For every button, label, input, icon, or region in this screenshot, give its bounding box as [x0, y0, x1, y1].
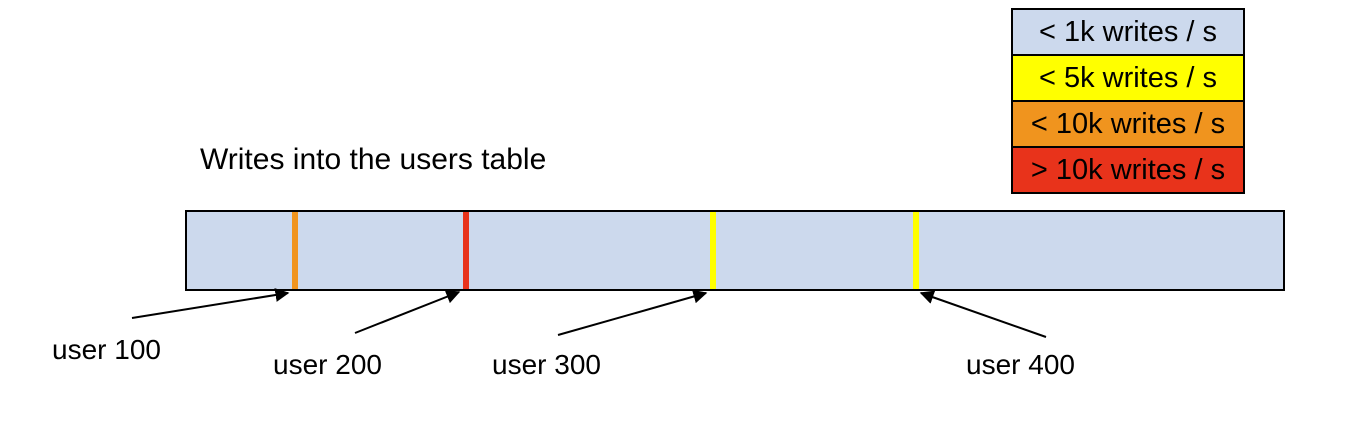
- users-table-bar: [185, 210, 1285, 291]
- arrow-user-400: [919, 290, 1047, 338]
- arrow-user-100: [131, 288, 290, 319]
- legend-item-lt-10k: < 10k writes / s: [1011, 100, 1245, 148]
- legend-item-lt-5k-label: < 5k writes / s: [1038, 61, 1218, 94]
- label-user-100: user 100: [52, 334, 161, 365]
- arrow-user-200: [354, 290, 461, 334]
- label-user-200: user 200: [273, 349, 382, 380]
- legend-item-lt-1k-label: < 1k writes / s: [1038, 15, 1218, 48]
- legend-item-lt-10k-label: < 10k writes / s: [1030, 107, 1226, 140]
- marker-user-100: [292, 212, 299, 289]
- legend-item-lt-5k: < 5k writes / s: [1011, 54, 1245, 102]
- legend-item-lt-1k: < 1k writes / s: [1011, 8, 1245, 56]
- marker-user-400: [912, 212, 919, 289]
- marker-user-200: [463, 212, 470, 289]
- legend-item-gt-10k-label: > 10k writes / s: [1030, 153, 1226, 186]
- legend: < 1k writes / s < 5k writes / s < 10k wr…: [1011, 8, 1245, 194]
- label-user-400: user 400: [966, 349, 1075, 380]
- marker-user-300: [709, 212, 716, 289]
- diagram-title: Writes into the users table: [200, 143, 547, 176]
- label-user-300: user 300: [492, 349, 601, 380]
- arrow-user-300: [557, 289, 708, 336]
- legend-item-gt-10k: > 10k writes / s: [1011, 146, 1245, 194]
